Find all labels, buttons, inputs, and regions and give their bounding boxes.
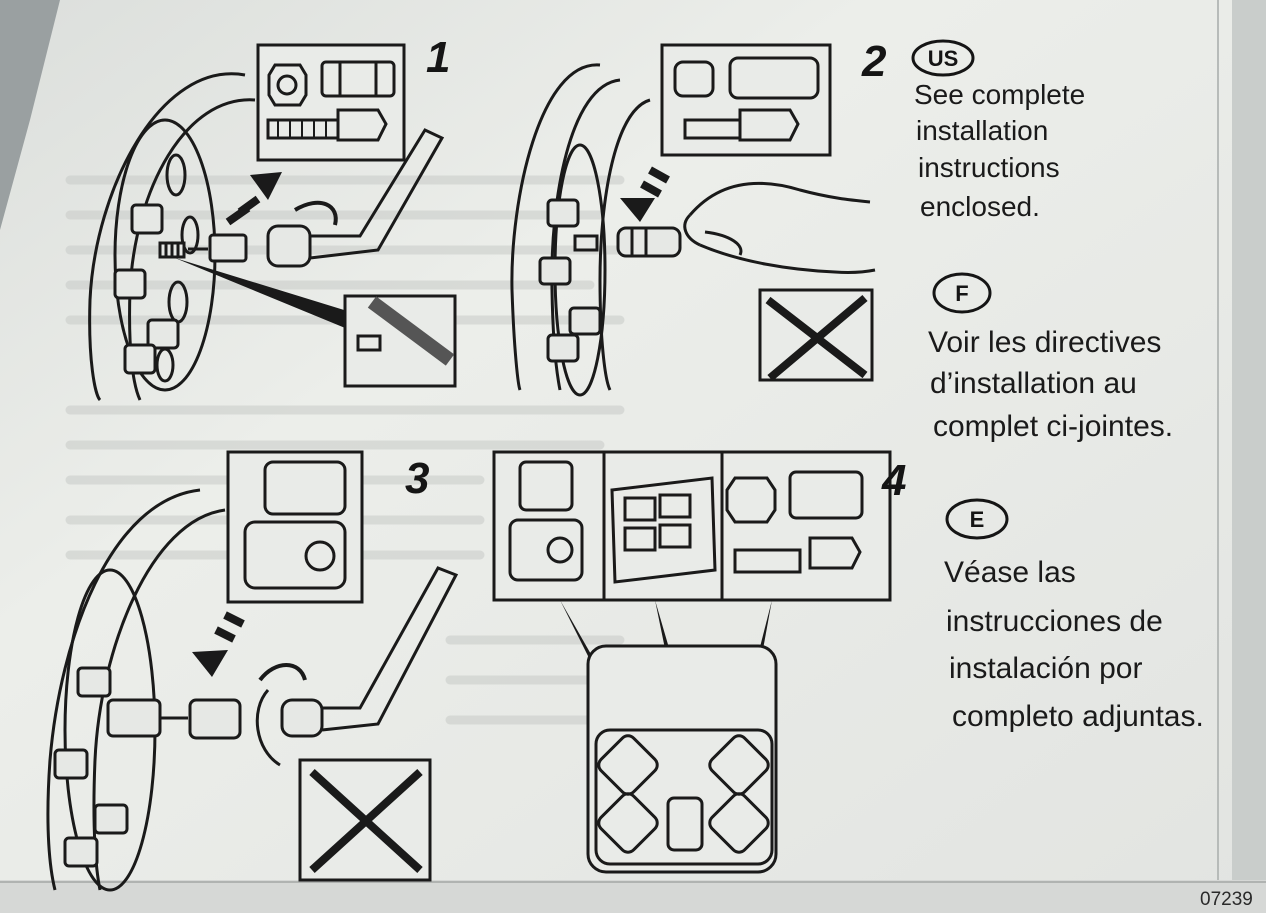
footer-code: 07239 [1200, 889, 1253, 910]
f-line-2: d’installation au [930, 367, 1137, 400]
step-2-number: 2 [861, 37, 887, 86]
e-line-3: instalación por [949, 652, 1142, 685]
language-code-e: E [970, 507, 985, 532]
language-code-f: F [955, 281, 968, 306]
us-line-3: instructions [918, 152, 1060, 183]
language-e-block: E Véase las instrucciones de instalación… [944, 498, 1204, 733]
e-line-4: completo adjuntas. [952, 700, 1204, 733]
step-4-illustration [492, 450, 892, 874]
step-1-illustration [88, 43, 457, 402]
e-line-2: instrucciones de [946, 605, 1163, 638]
f-line-1: Voir les directives [928, 326, 1161, 359]
f-line-3: complet ci-jointes. [933, 410, 1173, 443]
language-us-block: US See complete installation instruction… [911, 39, 1085, 222]
step-4-number: 4 [881, 456, 906, 505]
step-3-illustration [46, 450, 459, 892]
step-1-number: 1 [426, 33, 450, 82]
us-line-2: installation [916, 115, 1048, 146]
language-f-block: F Voir les directives d’installation au … [928, 272, 1173, 443]
us-line-1: See complete [914, 79, 1085, 110]
e-line-1: Véase las [944, 556, 1076, 589]
us-line-4: enclosed. [920, 191, 1040, 222]
step-2-illustration [510, 43, 876, 397]
language-code-us: US [928, 46, 959, 71]
step-3-number: 3 [405, 454, 429, 503]
